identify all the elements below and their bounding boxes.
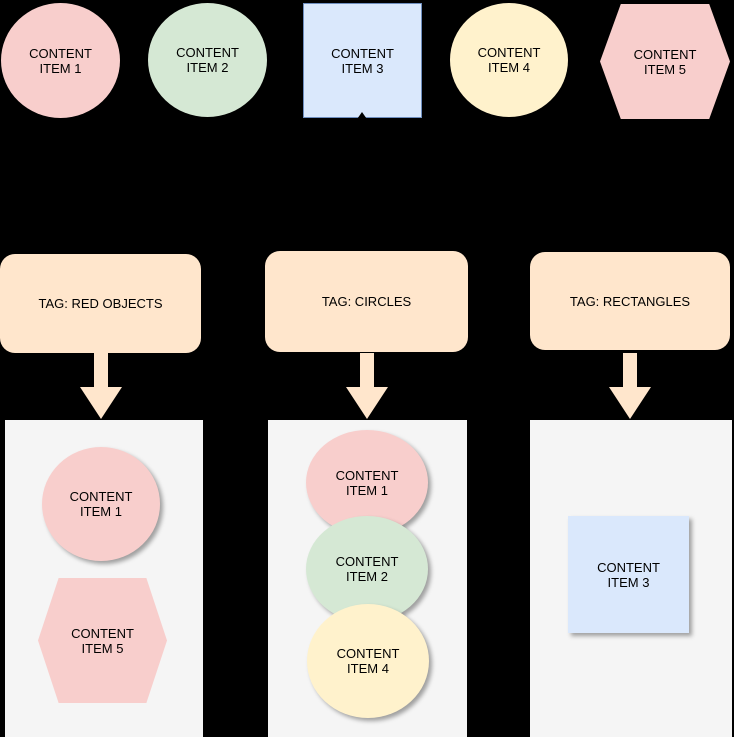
- tag-circles: TAG: CIRCLES: [265, 251, 468, 352]
- grouped-content-item-1-label: CONTENT ITEM 1: [335, 467, 399, 498]
- grouped-content-item-5-label: CONTENT ITEM 5: [71, 625, 134, 656]
- content-item-2-label: CONTENT ITEM 2: [176, 45, 239, 75]
- tag-circles-label: TAG: CIRCLES: [321, 294, 412, 309]
- down-arrow-icon: [609, 353, 651, 419]
- grouped-content-item-2-label: CONTENT ITEM 2: [335, 554, 399, 584]
- content-item-4-label: CONTENT ITEM 4: [477, 45, 541, 75]
- grouped-content-item-3-label: CONTENT ITEM 3: [597, 559, 660, 590]
- content-item-3-label: CONTENT ITEM 3: [331, 45, 394, 76]
- grouped-content-item-3-square: CONTENT ITEM 3: [568, 516, 689, 633]
- tag-rectangles: TAG: RECTANGLES: [530, 252, 730, 350]
- content-item-1-circle: CONTENT ITEM 1: [1, 3, 120, 118]
- down-arrow-icon: [346, 353, 388, 419]
- content-item-2-circle: CONTENT ITEM 2: [148, 3, 267, 117]
- tag-rectangles-label: TAG: RECTANGLES: [569, 293, 691, 309]
- grouped-content-item-1-label: CONTENT ITEM 1: [69, 489, 133, 519]
- tag-red-objects-label: TAG: RED OBJECTS: [38, 296, 163, 311]
- down-arrow-icon: [80, 353, 122, 419]
- tag-red-objects: TAG: RED OBJECTS: [0, 254, 201, 353]
- content-item-5-label: CONTENT ITEM 5: [633, 46, 697, 77]
- content-item-3-square: CONTENT ITEM 3: [303, 3, 422, 118]
- grouped-content-item-5-hexagon: CONTENT ITEM 5: [38, 578, 167, 703]
- grouped-content-item-4-circle: CONTENT ITEM 4: [307, 604, 429, 718]
- grouped-content-item-1-circle: CONTENT ITEM 1: [42, 447, 160, 561]
- content-item-5-hexagon: CONTENT ITEM 5: [600, 4, 730, 119]
- content-item-1-label: CONTENT ITEM 1: [29, 45, 92, 76]
- connector-arrowhead-icon: [355, 112, 369, 122]
- content-item-4-circle: CONTENT ITEM 4: [450, 3, 568, 117]
- grouped-content-item-4-label: CONTENT ITEM 4: [336, 646, 400, 676]
